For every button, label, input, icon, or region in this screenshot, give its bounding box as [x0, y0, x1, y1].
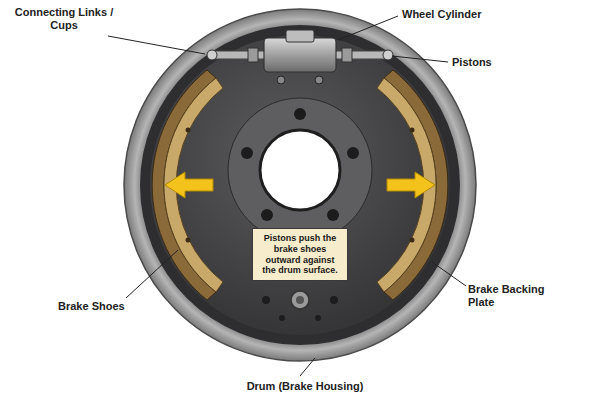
part-label: Pistons: [452, 56, 532, 69]
part-label: Wheel Cylinder: [402, 8, 512, 21]
leader-lines: [108, 16, 466, 376]
part-label: Connecting Links / Cups: [8, 6, 120, 32]
wheel-cylinder: [264, 30, 336, 84]
anchor-bolts: [262, 291, 338, 321]
note-box: Pistons push the brake shoes outward aga…: [252, 228, 348, 281]
push-arrow-right: [387, 172, 435, 198]
lug-holes: [241, 108, 359, 221]
drum-inner: [140, 25, 460, 345]
note-text: Pistons push the brake shoes outward aga…: [258, 233, 342, 276]
part-label: Brake Shoes: [58, 300, 148, 313]
part-label: Brake Backing Plate: [468, 283, 558, 309]
drum-housing: [124, 9, 476, 361]
backing-plate: [150, 35, 450, 335]
push-arrow-left: [165, 172, 213, 198]
hub-hole: [260, 130, 340, 210]
part-label: Drum (Brake Housing): [235, 380, 375, 393]
hub-plate: [228, 98, 372, 242]
left-brake-shoe: [152, 70, 223, 300]
